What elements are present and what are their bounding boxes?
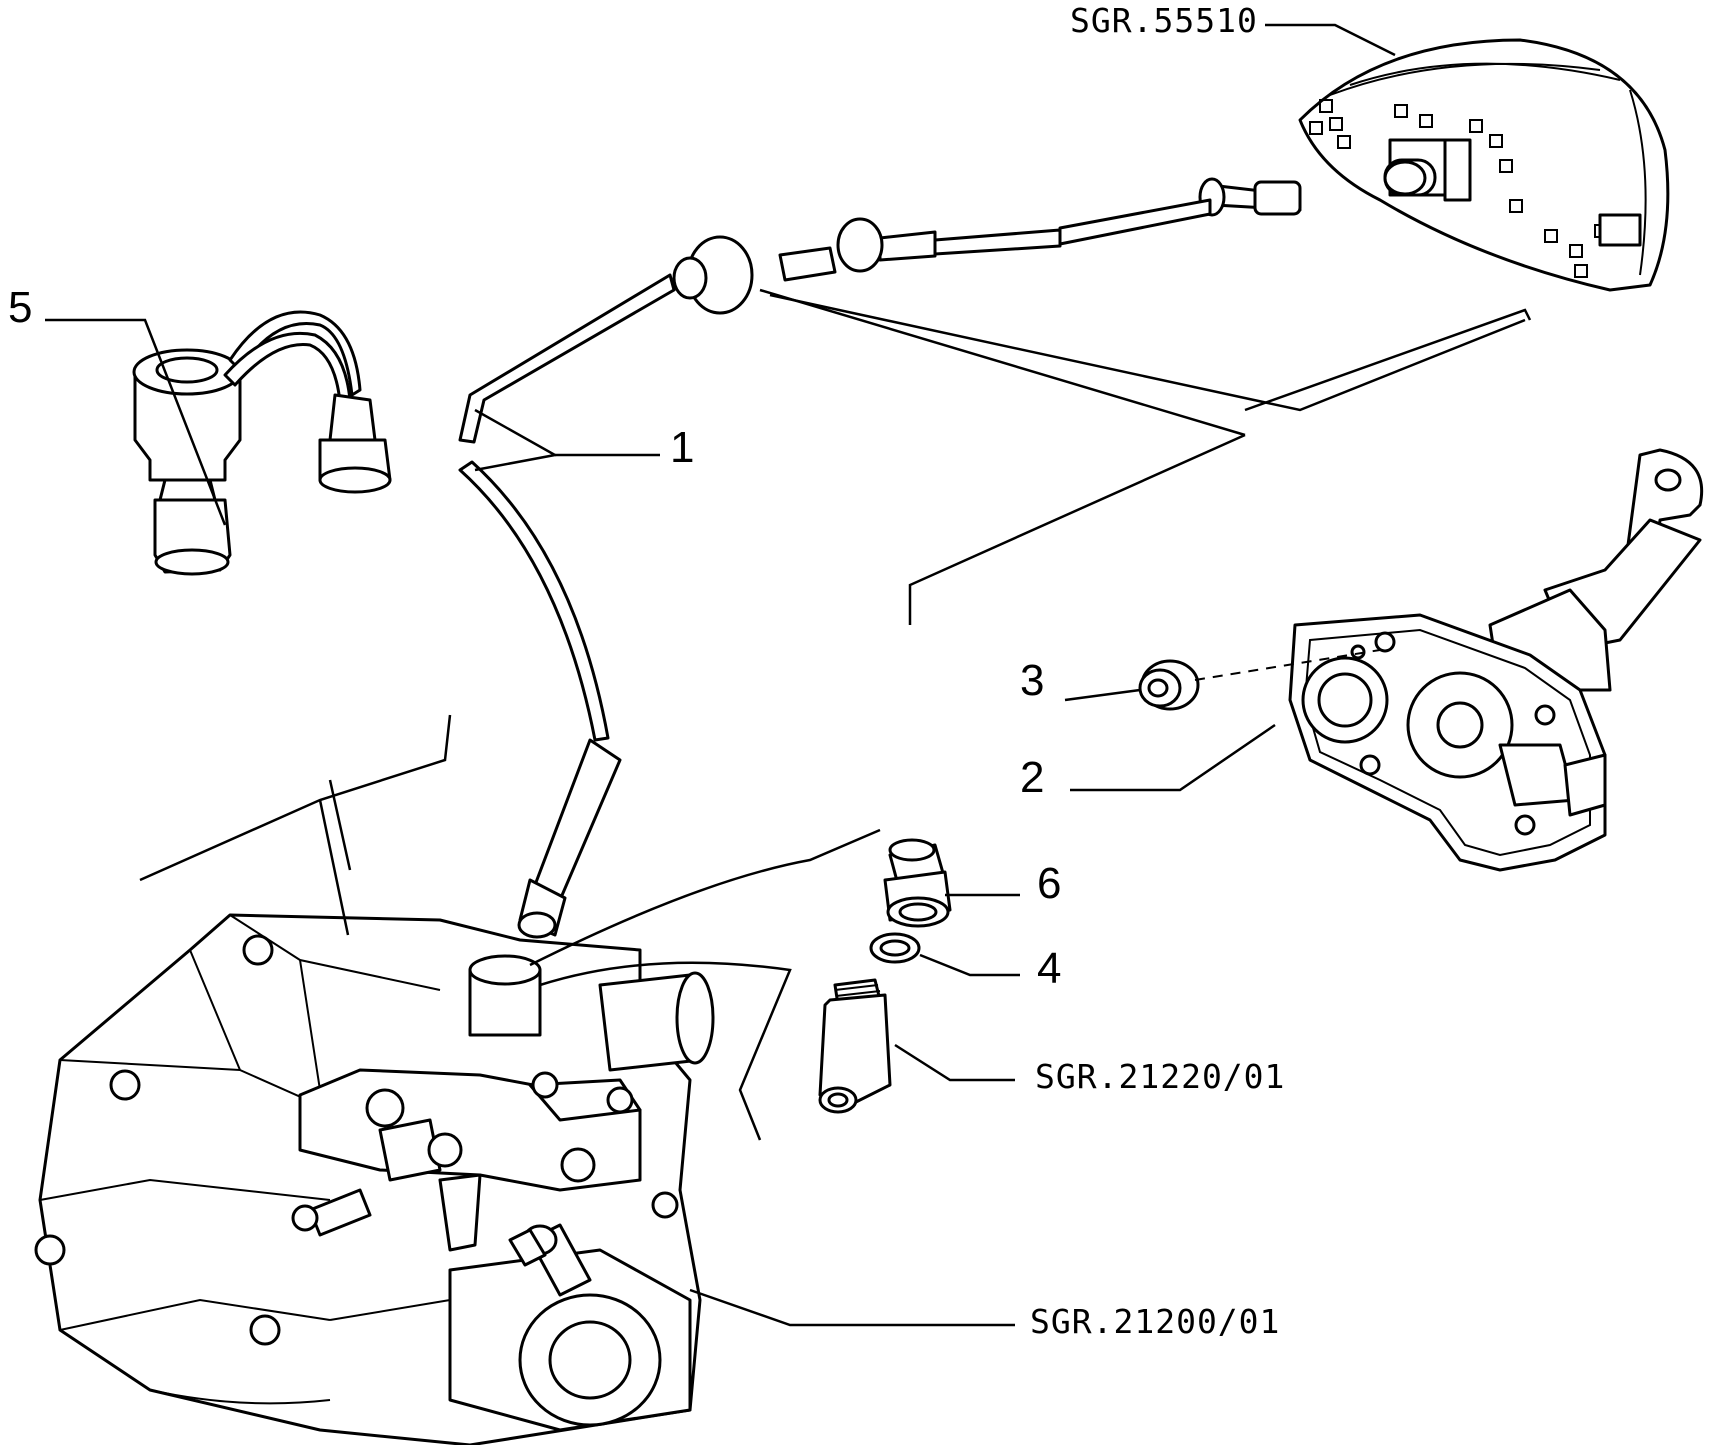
grouping-lines: [139, 288, 1532, 1141]
leader-lines: [45, 23, 1396, 1327]
callout-labels: SGR.55510 1 5 3 2 6 4 SGR.21220/01 SGR.2…: [8, 1, 1285, 1341]
label-item-4: 4: [1037, 944, 1061, 993]
mounting-bracket: [1288, 448, 1704, 872]
bushing: [883, 838, 952, 928]
seal-ring: [869, 932, 921, 964]
label-sgr-21220: SGR.21220/01: [1035, 1057, 1285, 1096]
label-item-5: 5: [8, 283, 32, 332]
instrument-cluster: [1298, 38, 1670, 292]
label-item-3: 3: [1020, 656, 1044, 705]
drive-pinion: [818, 978, 892, 1114]
label-item-6: 6: [1037, 859, 1061, 908]
speedometer-cable: [458, 177, 1302, 939]
gearbox-housing: [34, 913, 715, 1445]
label-item-2: 2: [1020, 753, 1044, 802]
label-sgr-55510: SGR.55510: [1070, 1, 1258, 40]
nut: [1138, 659, 1200, 711]
nut-axis-line: [1194, 649, 1381, 681]
label-sgr-21200: SGR.21200/01: [1030, 1302, 1280, 1341]
label-item-1: 1: [670, 423, 694, 472]
speed-sensor: [132, 310, 392, 576]
